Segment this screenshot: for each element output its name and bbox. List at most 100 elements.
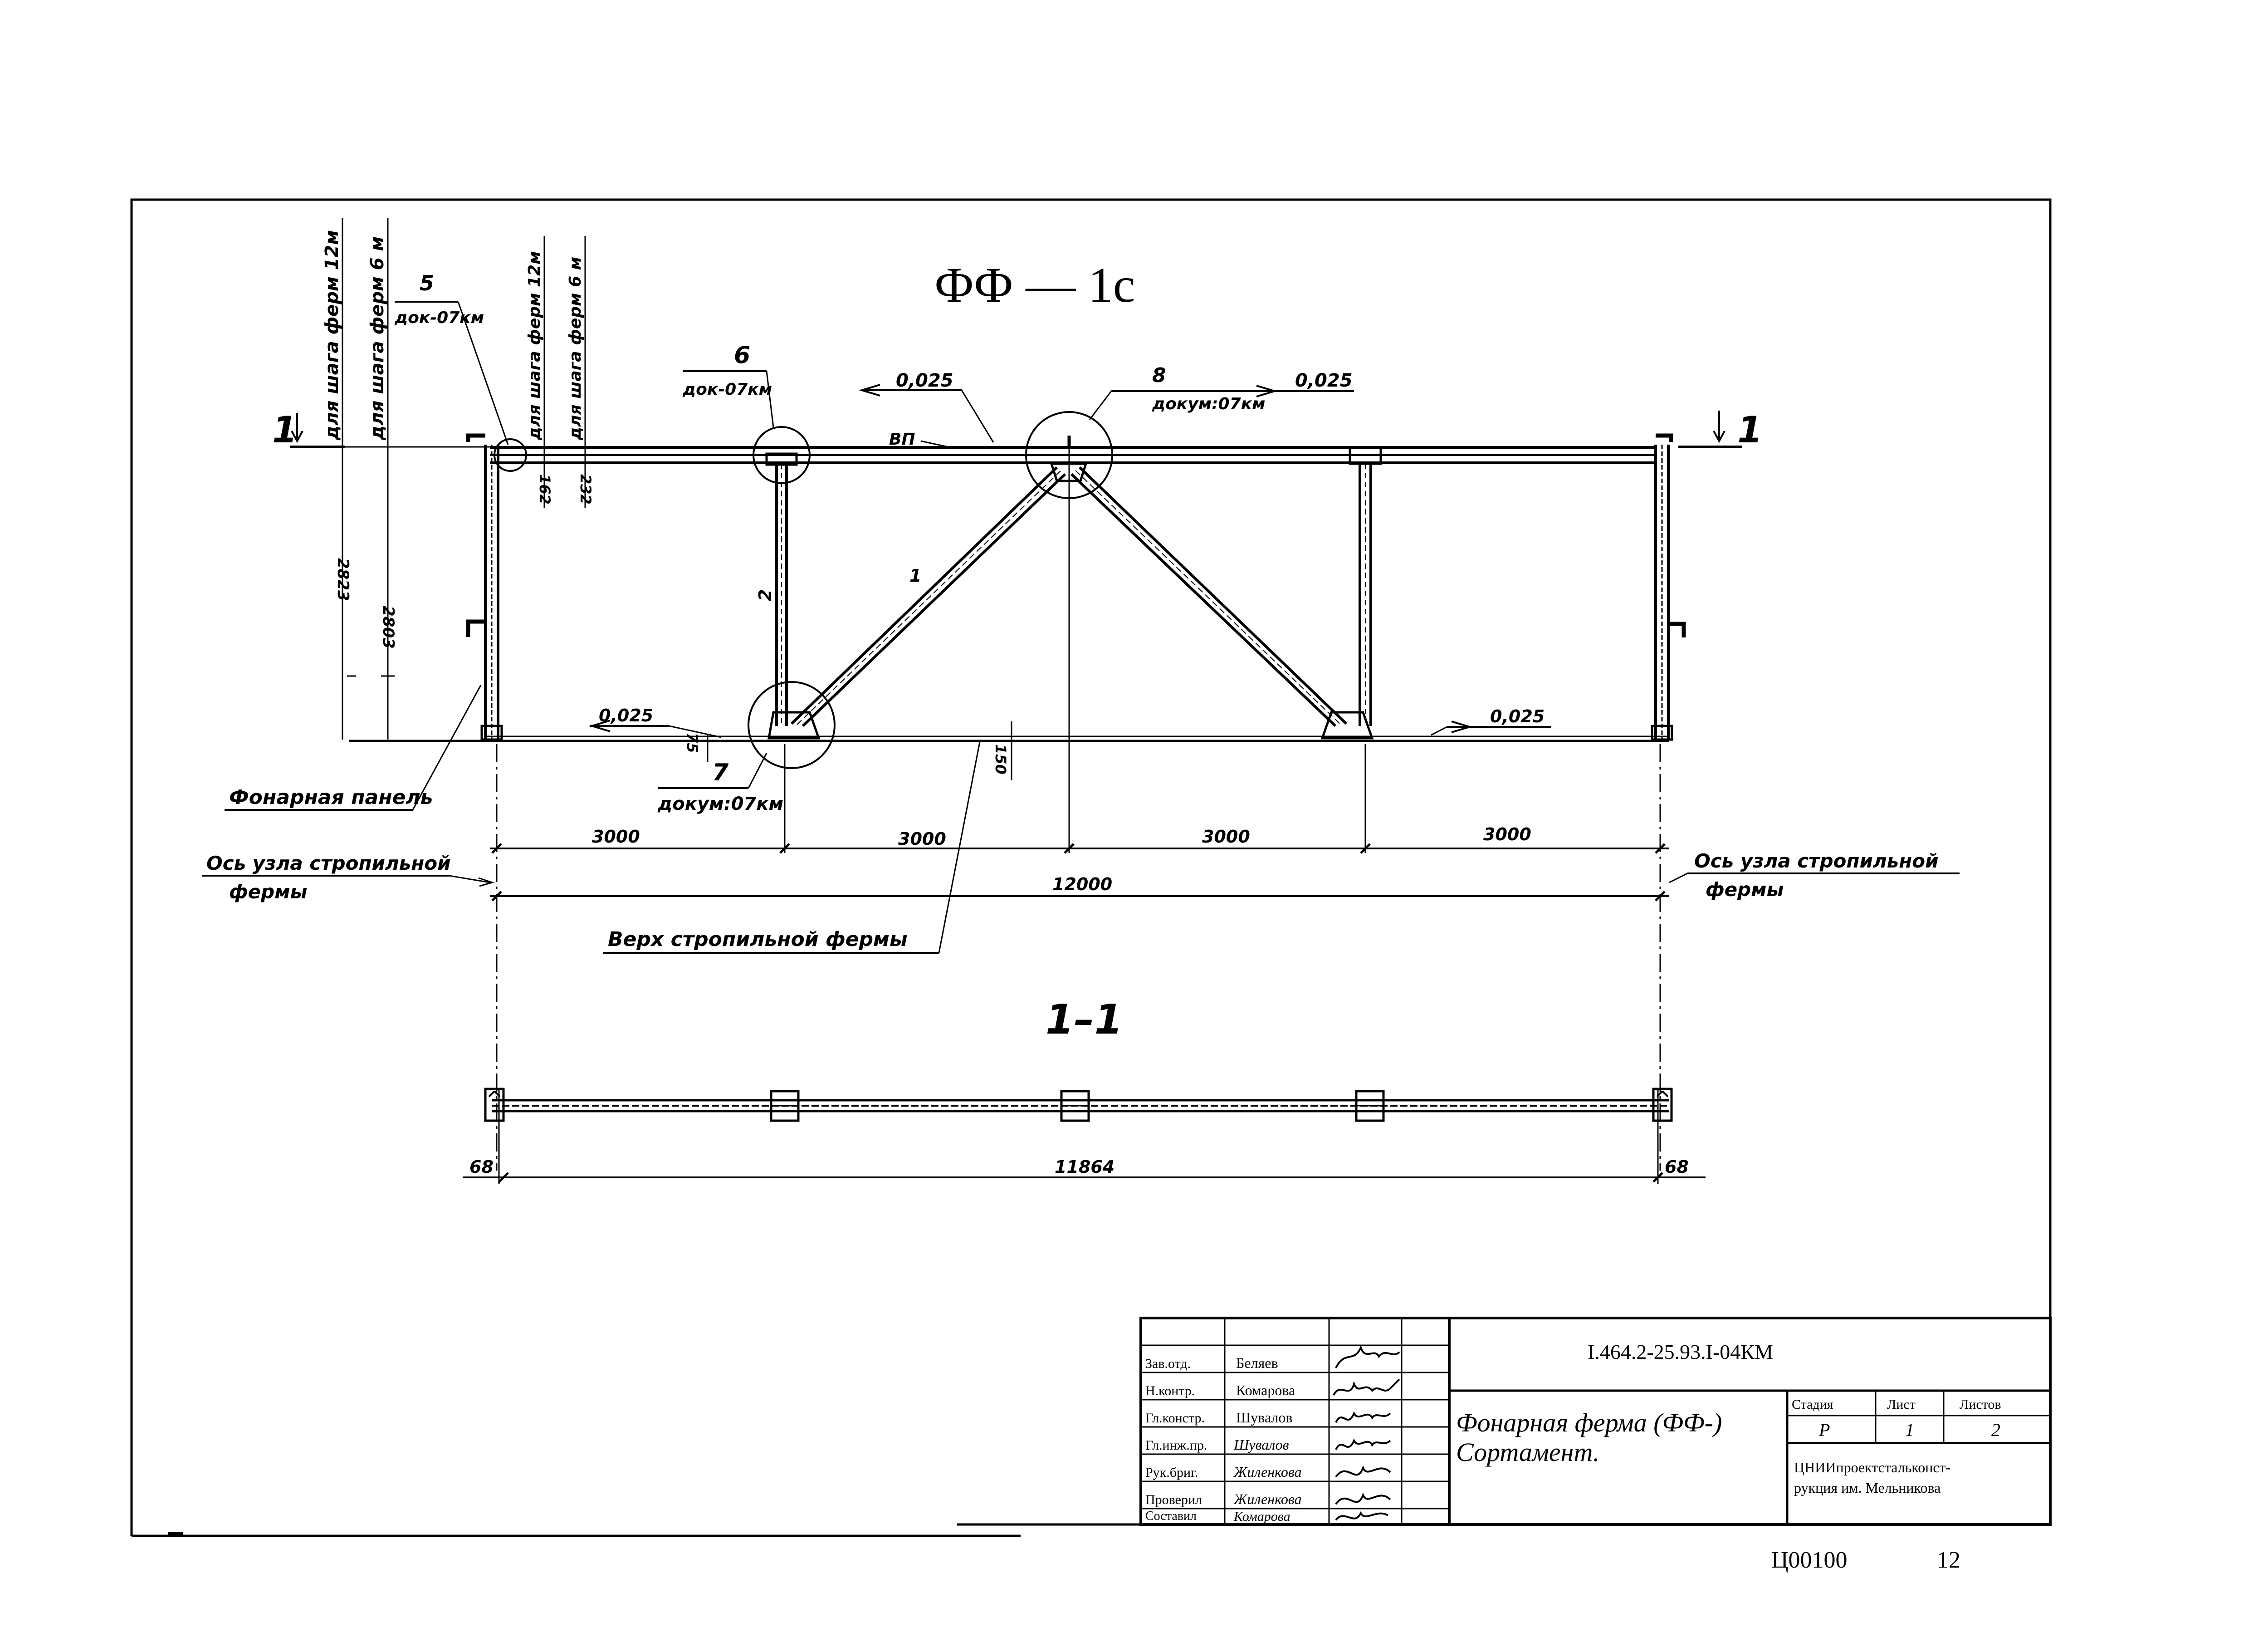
gusset-bottom-left	[767, 711, 821, 740]
dim-height-panel: 2803	[379, 606, 397, 649]
section-cut-right: 1	[1678, 409, 1763, 451]
archive-code: Ц00100	[1771, 1547, 1848, 1573]
slope-value: 0,025	[1295, 370, 1353, 391]
dim-span-2: 3000	[898, 829, 946, 849]
organization-line2: рукция им. Мельникова	[1794, 1480, 1941, 1496]
bottom-line	[349, 735, 1669, 742]
document-code: I.464.2-25.93.I-04КМ	[1588, 1340, 1773, 1363]
dim-total-12000: 12000	[1052, 874, 1112, 894]
slope-mark-bottom-left: 0,025	[589, 706, 722, 738]
top-chord-mark: ВП	[889, 430, 915, 449]
truss-post-right	[1349, 446, 1382, 726]
callout-axis-right: Ось узла стропильной фермы	[1669, 850, 1960, 901]
section-dim-total: 11864	[1055, 1157, 1114, 1177]
left-lantern-panel	[466, 433, 503, 741]
title-block-signatures: Зав.отд. Н.контр. Гл.констр. Гл.инж.пр. …	[1145, 1345, 1400, 1524]
slope-value: 0,025	[896, 370, 953, 391]
role-ruk-brig: Рук.бриг.	[1145, 1465, 1198, 1480]
dim-span-4: 3000	[1483, 824, 1531, 844]
slope-mark-bottom-right: 0,025	[1431, 706, 1551, 736]
sheet-value: 1	[1905, 1420, 1914, 1440]
dim-150: 150	[992, 744, 1009, 774]
diagonal-mark: 1	[909, 566, 921, 586]
stage-value: Р	[1818, 1420, 1830, 1440]
role-sostavil: Составил	[1145, 1509, 1197, 1523]
callout-lantern-panel: Фонарная панель	[225, 685, 482, 811]
dim-span-1: 3000	[592, 827, 640, 847]
name-zav-otd: Беляев	[1236, 1355, 1278, 1371]
name-ruk-brig: Жиленкова	[1233, 1464, 1302, 1480]
name-gl-inzh: Шувалов	[1233, 1436, 1289, 1453]
right-lantern-panel	[1651, 433, 1686, 741]
node-doc-ref: докум:07км	[1152, 395, 1266, 413]
node-label-7: 7 докум:07км	[657, 753, 783, 814]
section-dim-right: 68	[1665, 1157, 1689, 1177]
truss-diagonal-left	[790, 466, 1066, 727]
sheets-header: Листов	[1960, 1397, 2001, 1412]
sheets-value: 2	[1991, 1420, 2000, 1440]
top-chord	[490, 446, 1656, 464]
drawing-name-line2: Сортамент.	[1456, 1437, 1600, 1467]
role-proveril: Проверил	[1145, 1492, 1202, 1507]
callout-top-of-truss: Верх стропильной фермы	[603, 741, 981, 954]
dim-span-3: 3000	[1202, 827, 1250, 847]
note-pitch-12m-right: для шага ферм 12м	[525, 251, 544, 441]
callout-text: фермы	[229, 881, 308, 903]
node-doc-ref: док-07км	[394, 309, 484, 327]
truss-elevation	[349, 411, 1686, 853]
node-circle-7	[748, 681, 836, 769]
span-dimensions	[490, 744, 1669, 1171]
node-label-6: 6 док-07км	[682, 342, 774, 428]
drawing-title: ФФ — 1с	[934, 257, 1135, 313]
name-sostavil: Комарова	[1233, 1509, 1290, 1524]
callout-axis-left: Ось узла стропильной фермы	[202, 852, 495, 903]
node-number: 8	[1152, 364, 1166, 387]
callout-text: Ось узла стропильной	[206, 852, 451, 874]
vertical-dimensions: 2823 2803 162 232 75 150	[334, 474, 1012, 780]
note-pitch-6m-right: для шага ферм 6 м	[566, 257, 585, 441]
callout-text: Верх стропильной фермы	[608, 928, 908, 951]
note-pitch-12m-left: для шага ферм 12м	[322, 230, 342, 441]
section-mark: 1	[1737, 409, 1763, 451]
callout-text: Фонарная панель	[229, 786, 433, 809]
name-proveril: Жиленкова	[1233, 1491, 1302, 1507]
node-number: 7	[712, 759, 729, 786]
page-number: 12	[1937, 1547, 1960, 1573]
gusset-bottom-right	[1320, 711, 1374, 740]
node-circle-8	[1025, 411, 1113, 499]
node-label-8: 8 докум:07км	[1089, 364, 1266, 420]
dim-height-total: 2823	[334, 558, 352, 601]
stage-header: Стадия	[1792, 1397, 1833, 1412]
node-doc-ref: докум:07км	[657, 794, 783, 814]
organization-line1: ЦНИИпроектстальконст-	[1794, 1459, 1950, 1475]
section-dim-left: 68	[469, 1157, 494, 1177]
slope-mark-top-right: 0,025	[1252, 370, 1354, 397]
truss-diagonal-right	[1070, 466, 1348, 727]
dim-162: 162	[536, 474, 553, 505]
section-mark: 1	[272, 409, 298, 451]
title-block	[1139, 1317, 2052, 1526]
dim-75: 75	[684, 733, 701, 753]
node-number: 6	[734, 342, 750, 369]
role-gl-inzh: Гл.инж.пр.	[1145, 1438, 1207, 1453]
callout-text: фермы	[1706, 878, 1784, 901]
callout-text: Ось узла стропильной	[1694, 850, 1939, 872]
node-circle-6	[753, 426, 811, 484]
node-label-5: 5 док-07км	[394, 271, 509, 445]
dim-232: 232	[577, 474, 594, 505]
name-n-kontr: Комарова	[1236, 1382, 1295, 1398]
section-cut-left: 1	[272, 409, 345, 451]
vertical-notes: для шага ферм 12м для шага ферм 6 м для …	[322, 218, 586, 740]
handwritten-signatures	[1333, 1345, 1400, 1521]
slope-value: 0,025	[1490, 706, 1545, 726]
node-circle-5	[494, 438, 527, 472]
slope-value: 0,025	[599, 706, 653, 725]
gusset-top-center	[1050, 462, 1088, 482]
section-label: 1–1	[1046, 996, 1123, 1044]
section-1-1	[463, 1088, 1706, 1184]
role-gl-konstr: Гл.констр.	[1145, 1411, 1205, 1426]
drawing-name-line1: Фонарная ферма (ФФ-)	[1456, 1408, 1722, 1437]
post-mark: 2	[755, 589, 775, 601]
sheet-header: Лист	[1887, 1397, 1916, 1412]
